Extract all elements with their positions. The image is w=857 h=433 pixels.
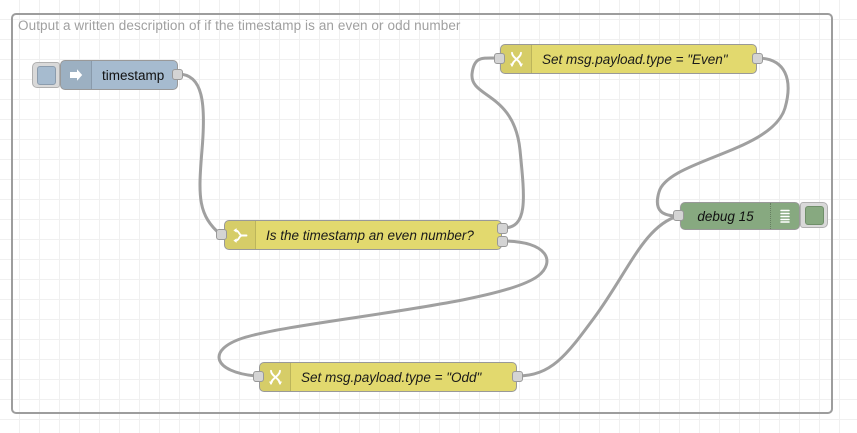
- inject-button-inner: [36, 65, 56, 85]
- node-switch-label: Is the timestamp an even number?: [266, 227, 474, 243]
- inject-trigger-button[interactable]: [32, 62, 60, 88]
- port-switch-output-2[interactable]: [497, 236, 508, 247]
- node-group-label: Output a written description of if the t…: [18, 18, 461, 33]
- branch-fork-icon: [225, 221, 256, 249]
- port-change-odd-input[interactable]: [253, 371, 264, 382]
- node-debug-label: debug 15: [697, 208, 754, 224]
- node-inject-label: timestamp: [102, 67, 165, 83]
- port-change-even-input[interactable]: [494, 53, 505, 64]
- port-change-odd-output[interactable]: [512, 371, 523, 382]
- node-switch-even[interactable]: Is the timestamp an even number?: [224, 220, 502, 250]
- port-change-even-output[interactable]: [752, 53, 763, 64]
- node-group-box[interactable]: [11, 13, 833, 414]
- port-switch-output-1[interactable]: [497, 223, 508, 234]
- debug-enable-toggle[interactable]: [800, 202, 828, 228]
- node-change-odd-label: Set msg.payload.type = "Odd": [301, 369, 482, 385]
- shuffle-arrows-icon: [501, 45, 532, 73]
- node-debug-15[interactable]: debug 15: [680, 202, 800, 230]
- port-switch-input[interactable]: [216, 229, 227, 240]
- node-change-odd[interactable]: Set msg.payload.type = "Odd": [259, 362, 517, 392]
- node-change-even[interactable]: Set msg.payload.type = "Even": [500, 44, 757, 74]
- node-inject-timestamp[interactable]: timestamp: [60, 60, 178, 90]
- node-change-even-label: Set msg.payload.type = "Even": [542, 51, 728, 67]
- debug-lines-icon: [770, 203, 799, 229]
- shuffle-arrows-icon: [260, 363, 291, 391]
- port-debug-input[interactable]: [673, 210, 684, 221]
- debug-toggle-inner: [804, 205, 824, 225]
- arrow-right-icon: [61, 61, 92, 89]
- port-inject-output[interactable]: [172, 69, 183, 80]
